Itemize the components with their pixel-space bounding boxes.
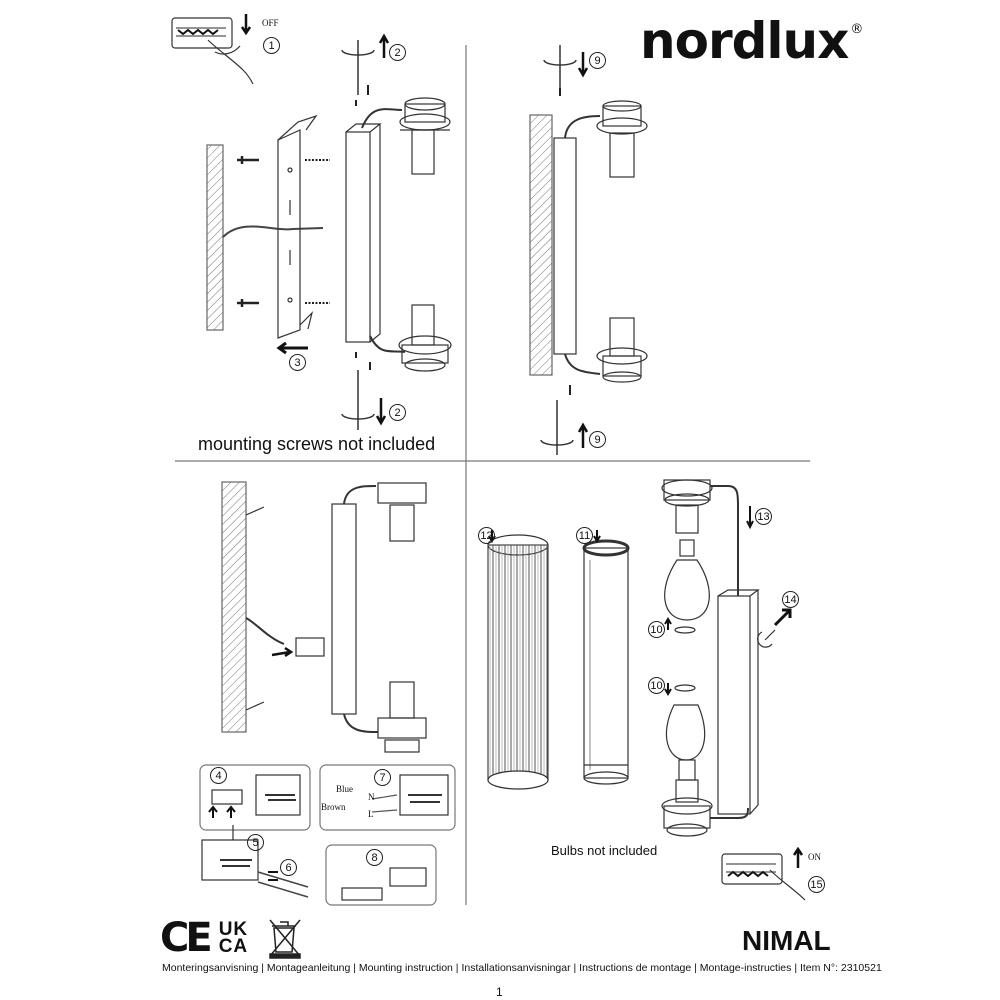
step-badge: 5 (247, 834, 264, 851)
step-badge: 9 (589, 52, 606, 69)
step-badge: 3 (289, 354, 306, 371)
ukca-mark-top: UK (218, 919, 249, 940)
step-badge: 1 (263, 37, 280, 54)
step-badge: 4 (210, 767, 227, 784)
wire-l-label: L (368, 809, 374, 819)
step-badge: 2 (389, 44, 406, 61)
power-on-label: ON (808, 852, 821, 862)
page-number: 1 (496, 985, 503, 999)
brand-logo: nordlux® (640, 12, 863, 70)
step-badge: 2 (389, 404, 406, 421)
step-badge: 8 (366, 849, 383, 866)
step-badge: 12 (478, 527, 495, 544)
wire-brown-label: Brown (321, 802, 346, 812)
mounting-screws-note: mounting screws not included (198, 434, 436, 454)
certification-marks: CE UK CA (160, 915, 261, 961)
step-badge: 14 (782, 591, 799, 608)
wire-n-label: N (368, 792, 375, 802)
quadrant-shades-bulbs (487, 479, 806, 901)
footer-text: Monteringsanvisning | Montageanleitung |… (162, 962, 882, 974)
step-badge: 7 (374, 769, 391, 786)
step-badge: 9 (589, 431, 606, 448)
wire-blue-label: Blue (336, 784, 353, 794)
registered-mark: ® (850, 22, 863, 37)
ukca-mark: UK CA (218, 919, 261, 957)
ce-mark: CE (160, 915, 213, 961)
quadrant-mount (171, 14, 452, 430)
quadrant-fixture-fitted (529, 45, 648, 455)
step-badge: 15 (808, 876, 825, 893)
step-badge: 13 (755, 508, 772, 525)
step-badge: 10 (648, 677, 665, 694)
bulbs-note: Bulbs not included (551, 843, 658, 858)
step-badge: 10 (648, 621, 665, 638)
step-badge: 6 (280, 859, 297, 876)
ukca-mark-bottom: CA (218, 936, 249, 957)
quadrant-wiring (199, 481, 456, 906)
power-off-label: OFF (262, 18, 279, 28)
step-badge: 11 (576, 527, 593, 544)
brand-name: nordlux (640, 12, 849, 70)
product-name: NIMAL (742, 925, 831, 956)
weee-bin-icon (269, 919, 301, 959)
